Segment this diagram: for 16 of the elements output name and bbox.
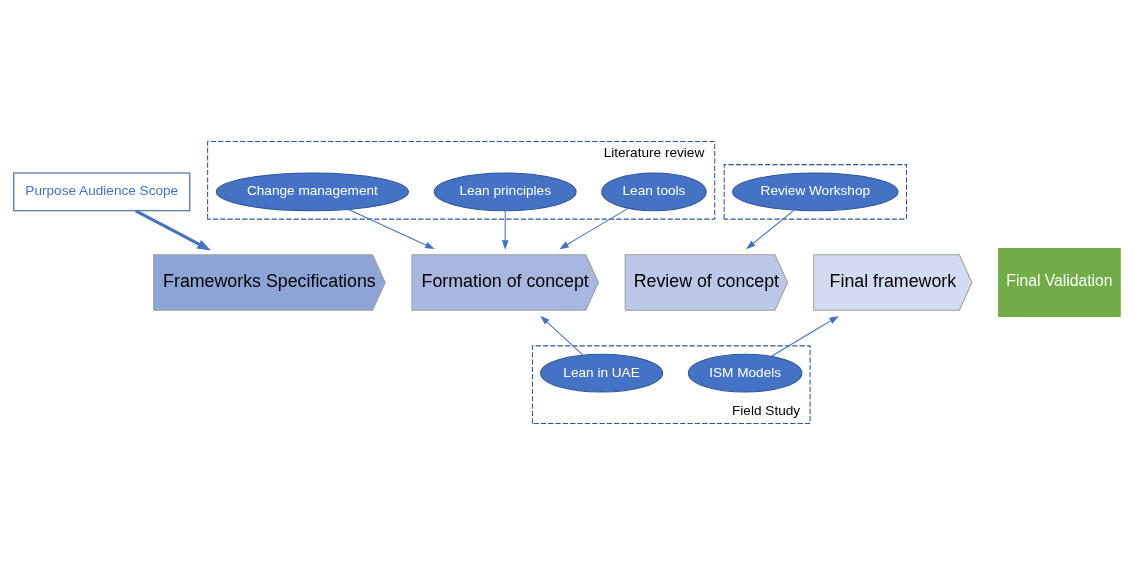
arrow xyxy=(746,209,795,250)
node-ellipse: ISM Models xyxy=(687,353,803,393)
node-box: Final Validation xyxy=(998,247,1121,318)
arrow xyxy=(770,315,839,357)
node-ellipse: Change management xyxy=(215,172,409,212)
node-ellipse: Review Workshop xyxy=(732,172,899,212)
arrow xyxy=(559,207,629,250)
cluster xyxy=(723,164,907,220)
node-box: Purpose Audience Scope xyxy=(13,172,191,212)
arrow xyxy=(348,209,435,250)
arrow xyxy=(501,210,509,250)
node-ellipse: Lean tools xyxy=(601,172,707,212)
arrow xyxy=(134,209,211,251)
node-ellipse: Lean principles xyxy=(433,172,577,212)
arrow xyxy=(540,315,584,356)
node-ellipse: Lean in UAE xyxy=(540,353,664,393)
